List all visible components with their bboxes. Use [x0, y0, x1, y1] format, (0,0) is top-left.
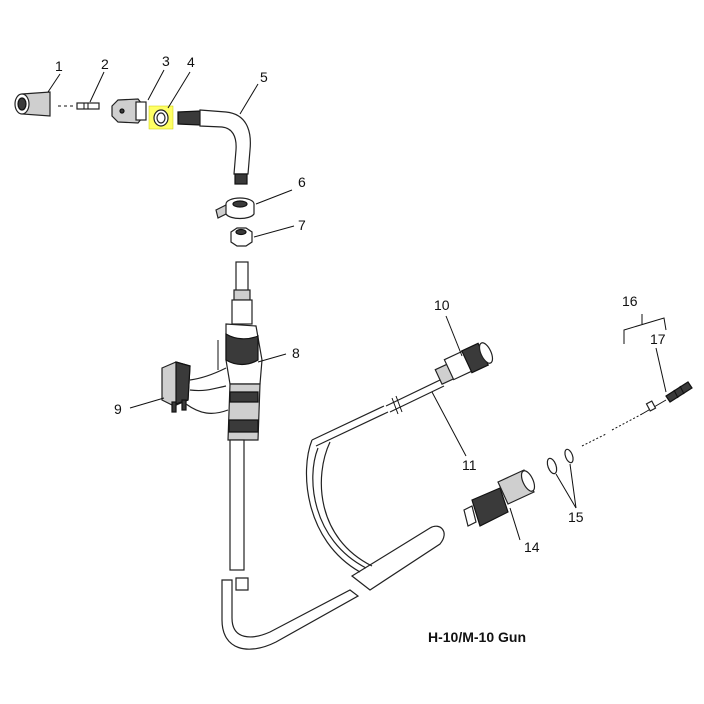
callout-4: 4: [187, 54, 195, 70]
part-1-nozzle[interactable]: [14, 91, 51, 117]
callout-16: 16: [622, 293, 638, 309]
callout-11: 11: [462, 457, 477, 473]
gun-cable-bend: [221, 577, 360, 650]
part-3-gas-diffuser[interactable]: [111, 98, 147, 124]
part-11-power-cable[interactable]: [305, 379, 445, 591]
part-15-o-rings[interactable]: [546, 448, 575, 475]
callout-3: 3: [162, 53, 170, 69]
part-6-retaining-nut[interactable]: [215, 197, 255, 220]
callout-15: 15: [568, 509, 584, 525]
callout-10: 10: [434, 297, 450, 313]
callout-7: 7: [298, 217, 306, 233]
part-9-trigger-switch[interactable]: [161, 361, 229, 414]
part-14-fitting[interactable]: [463, 469, 537, 527]
part-5-gooseneck[interactable]: [177, 109, 251, 185]
part-4-insulator[interactable]: [148, 105, 174, 130]
callout-5: 5: [260, 69, 268, 85]
part-10-connector[interactable]: [434, 341, 495, 386]
part-16-liner[interactable]: [581, 399, 667, 447]
leader-lines: [47, 69, 667, 541]
callout-9: 9: [114, 401, 122, 417]
callout-17: 17: [650, 331, 666, 347]
part-8-handle[interactable]: [217, 261, 263, 571]
diagram-caption: H-10/M-10 Gun: [428, 629, 526, 645]
callout-14: 14: [524, 539, 540, 555]
part-17-liner-end[interactable]: [665, 381, 693, 403]
part-7-hex-nut[interactable]: [230, 227, 253, 247]
part-2-contact-tip[interactable]: [58, 102, 100, 110]
callout-2: 2: [101, 56, 109, 72]
callout-1: 1: [55, 58, 63, 74]
callout-labels: 1 2 3 4 5 6 7 8 9 10 11 14 15 16 17: [55, 53, 666, 555]
callout-8: 8: [292, 345, 300, 361]
callout-6: 6: [298, 174, 306, 190]
